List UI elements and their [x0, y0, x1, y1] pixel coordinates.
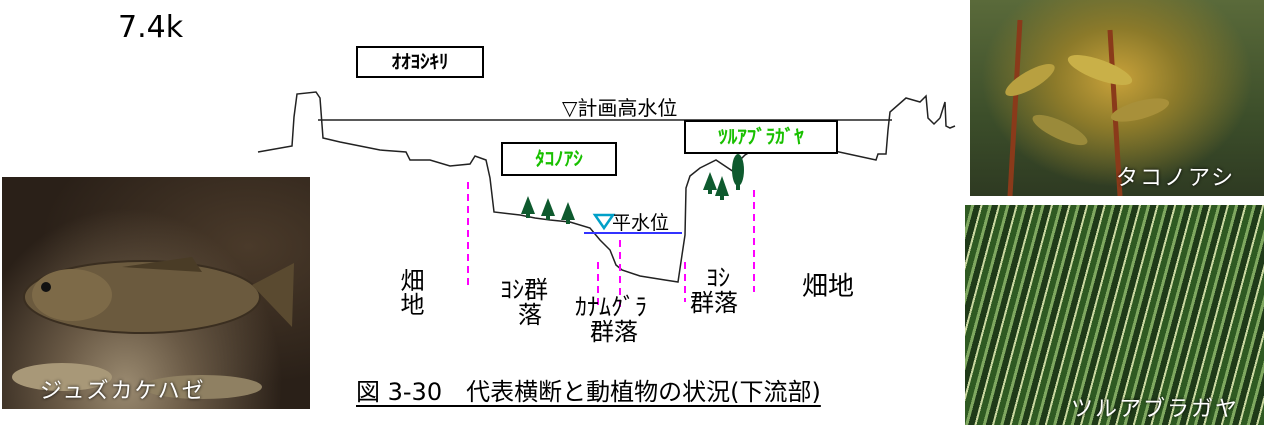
planned-high-water-label: ▽計画高水位 [562, 96, 678, 120]
zone-label-yoshi-2-bottom: 群落 [690, 289, 738, 317]
tree-icon [732, 154, 744, 190]
takonoashi-caption: タコノアシ [1116, 166, 1236, 191]
tree-icon [561, 202, 575, 224]
zone-label-yoshi-1-top: ﾖｼ群 [500, 276, 548, 304]
zone-label-kanamugura-top: ｶﾅﾑｸﾞﾗ [575, 293, 647, 321]
cross-section-diagram [257, 91, 956, 312]
tree-icon [715, 176, 729, 200]
normal-water-marker-icon [592, 213, 616, 231]
ground-profile [257, 91, 941, 283]
tree-icon [703, 172, 717, 194]
ground-profile-right-end [939, 101, 956, 129]
zone-label-yoshi-2-top: ﾖｼ [706, 264, 730, 292]
zone-label-kanamugura-bottom: 群落 [590, 318, 638, 346]
tsuruaburagaya-photo: ツルアブラガヤ [965, 205, 1264, 425]
figure-caption: 図 3-30 代表横断と動植物の状況(下流部) [356, 378, 821, 406]
tsuruaburagaya-caption: ツルアブラガヤ [1071, 397, 1240, 422]
species-box-takonoashi: ﾀｺﾉｱｼ [501, 142, 617, 176]
normal-water-label: 平水位 [612, 212, 670, 234]
tree-icon [521, 196, 535, 218]
zone-label-yoshi-1-bottom: 落 [518, 301, 542, 329]
section-label: 7.4k [118, 10, 184, 45]
takonoashi-photo: タコノアシ [970, 0, 1264, 196]
fish-photo: ジュズカケハゼ [2, 177, 310, 409]
species-box-tsuruaburagaya: ﾂﾙｱﾌﾞﾗｶﾞﾔ [684, 120, 838, 154]
fish-icon [12, 257, 294, 399]
plant-icon [1005, 19, 1170, 196]
species-box-ooyoshikiri: ｵｵﾖｼｷﾘ [356, 46, 484, 78]
fish-caption: ジュズカケハゼ [40, 379, 206, 404]
zone-label-farmland-right: 畑地 [802, 272, 855, 302]
zone-label-farmland-left: 畑地 [396, 268, 424, 316]
tree-icon [541, 198, 555, 220]
